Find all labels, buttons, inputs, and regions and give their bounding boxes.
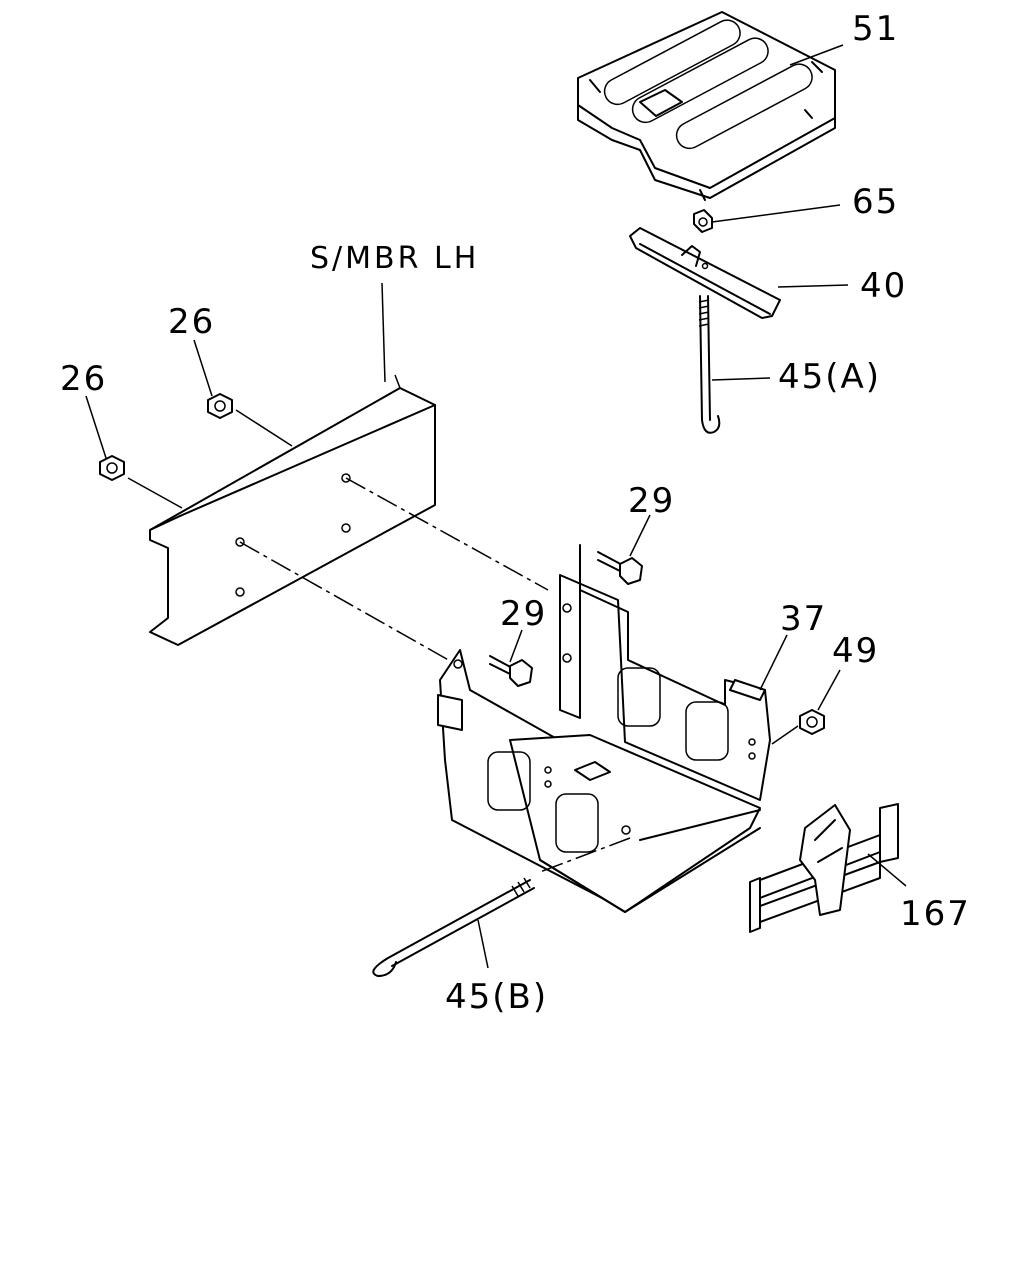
label-167: 167 [900, 894, 971, 934]
alignment-lines [239, 477, 631, 873]
clip-nut-65 [693, 209, 713, 233]
label-49: 49 [832, 631, 879, 671]
battery-tray-37 [437, 544, 771, 913]
label-29-upper: 29 [628, 481, 675, 521]
label-29-lower: 29 [500, 594, 547, 634]
j-bolt-45a [698, 295, 721, 434]
clip-167 [749, 803, 899, 933]
label-37: 37 [780, 599, 827, 639]
label-45a: 45(A) [778, 357, 881, 397]
frame-side-member [149, 374, 436, 646]
hold-down-bar-40 [629, 227, 781, 319]
bolt-29-lower [489, 655, 533, 687]
label-frame-side-member: S/MBR LH [310, 241, 479, 276]
label-26-upper: 26 [168, 302, 215, 342]
label-45b: 45(B) [445, 977, 548, 1017]
label-40: 40 [860, 266, 907, 306]
bolt-29-upper [597, 551, 643, 585]
leader-lines [85, 44, 907, 969]
battery-cover-51 [577, 11, 836, 201]
j-bolt-45b [372, 877, 535, 977]
label-65: 65 [852, 182, 899, 222]
flange-nut-26-upper [207, 393, 233, 419]
flange-nut-26-lower [99, 455, 125, 481]
label-51: 51 [852, 9, 899, 49]
nut-49 [799, 709, 825, 735]
label-26-lower: 26 [60, 359, 107, 399]
